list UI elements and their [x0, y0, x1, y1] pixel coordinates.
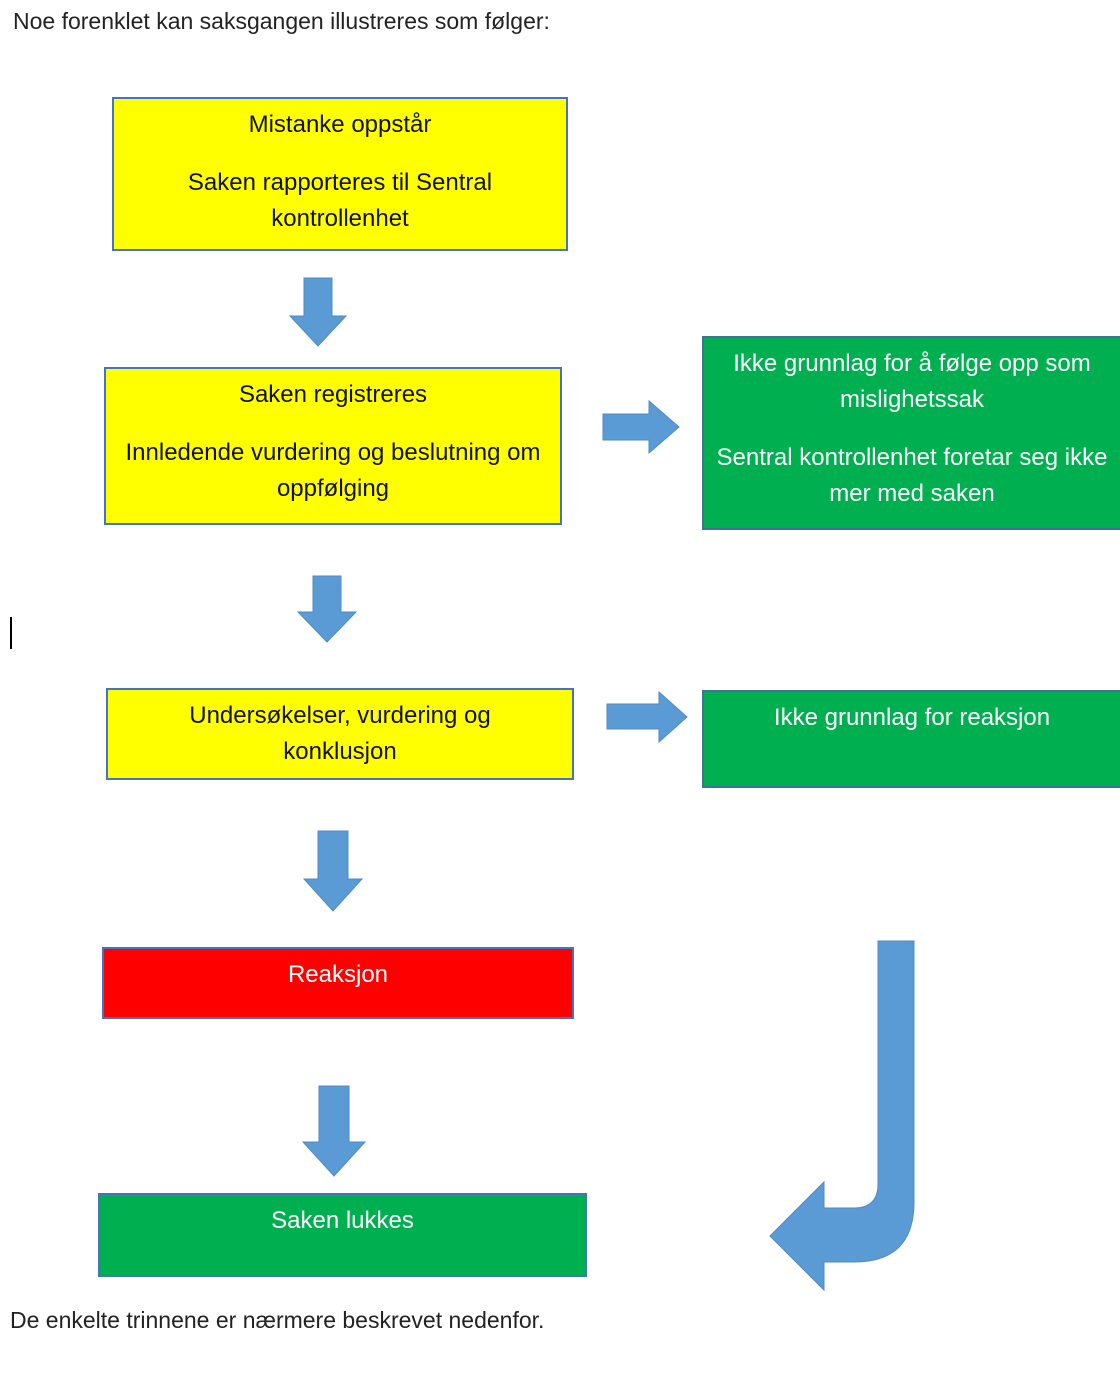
step-registreres-box: Saken registreres Innledende vurdering o…	[104, 367, 562, 525]
arrow-down-icon	[302, 830, 364, 912]
step-registreres-title: Saken registreres	[238, 381, 428, 408]
intro-text: Noe forenklet kan saksgangen illustreres…	[13, 8, 550, 34]
outcome-ikke-reaksjon-box: Ikke grunnlag for reaksjon	[702, 690, 1120, 788]
step-mistanke-box: Mistanke oppstår Saken rapporteres til S…	[112, 97, 568, 251]
arrow-right-icon	[606, 690, 688, 744]
outcome-ikke-mislighetssak-title: Ikke grunnlag for å følge opp som mislig…	[733, 350, 1091, 413]
arrow-down-icon	[301, 1085, 367, 1177]
arrow-down-icon	[296, 575, 358, 643]
outcome-ikke-reaksjon-title: Ikke grunnlag for reaksjon	[773, 704, 1051, 731]
arrow-right-icon	[602, 399, 680, 455]
step-undersokelser-box: Undersøkelser, vurdering og konklusjon	[106, 688, 574, 780]
step-registreres-desc: Innledende vurdering og beslutning om op…	[125, 439, 541, 502]
outcome-ikke-mislighetssak-desc: Sentral kontrollenhet foretar seg ikke m…	[716, 444, 1108, 507]
step-mistanke-desc: Saken rapporteres til Sentral kontrollen…	[187, 169, 493, 232]
outro-text: De enkelte trinnene er nærmere beskrevet…	[10, 1307, 545, 1333]
step-reaksjon-box: Reaksjon	[102, 947, 574, 1019]
step-undersokelser-title: Undersøkelser, vurdering og konklusjon	[189, 702, 491, 765]
step-saken-lukkes-box: Saken lukkes	[98, 1193, 587, 1277]
arrow-down-icon	[288, 277, 348, 347]
text-cursor	[10, 617, 12, 649]
step-mistanke-title: Mistanke oppstår	[248, 111, 432, 138]
curved-return-arrow-icon	[769, 940, 915, 1292]
outcome-ikke-mislighetssak-box: Ikke grunnlag for å følge opp som mislig…	[702, 336, 1120, 530]
step-saken-lukkes-title: Saken lukkes	[271, 1207, 414, 1234]
step-reaksjon-title: Reaksjon	[287, 961, 389, 988]
